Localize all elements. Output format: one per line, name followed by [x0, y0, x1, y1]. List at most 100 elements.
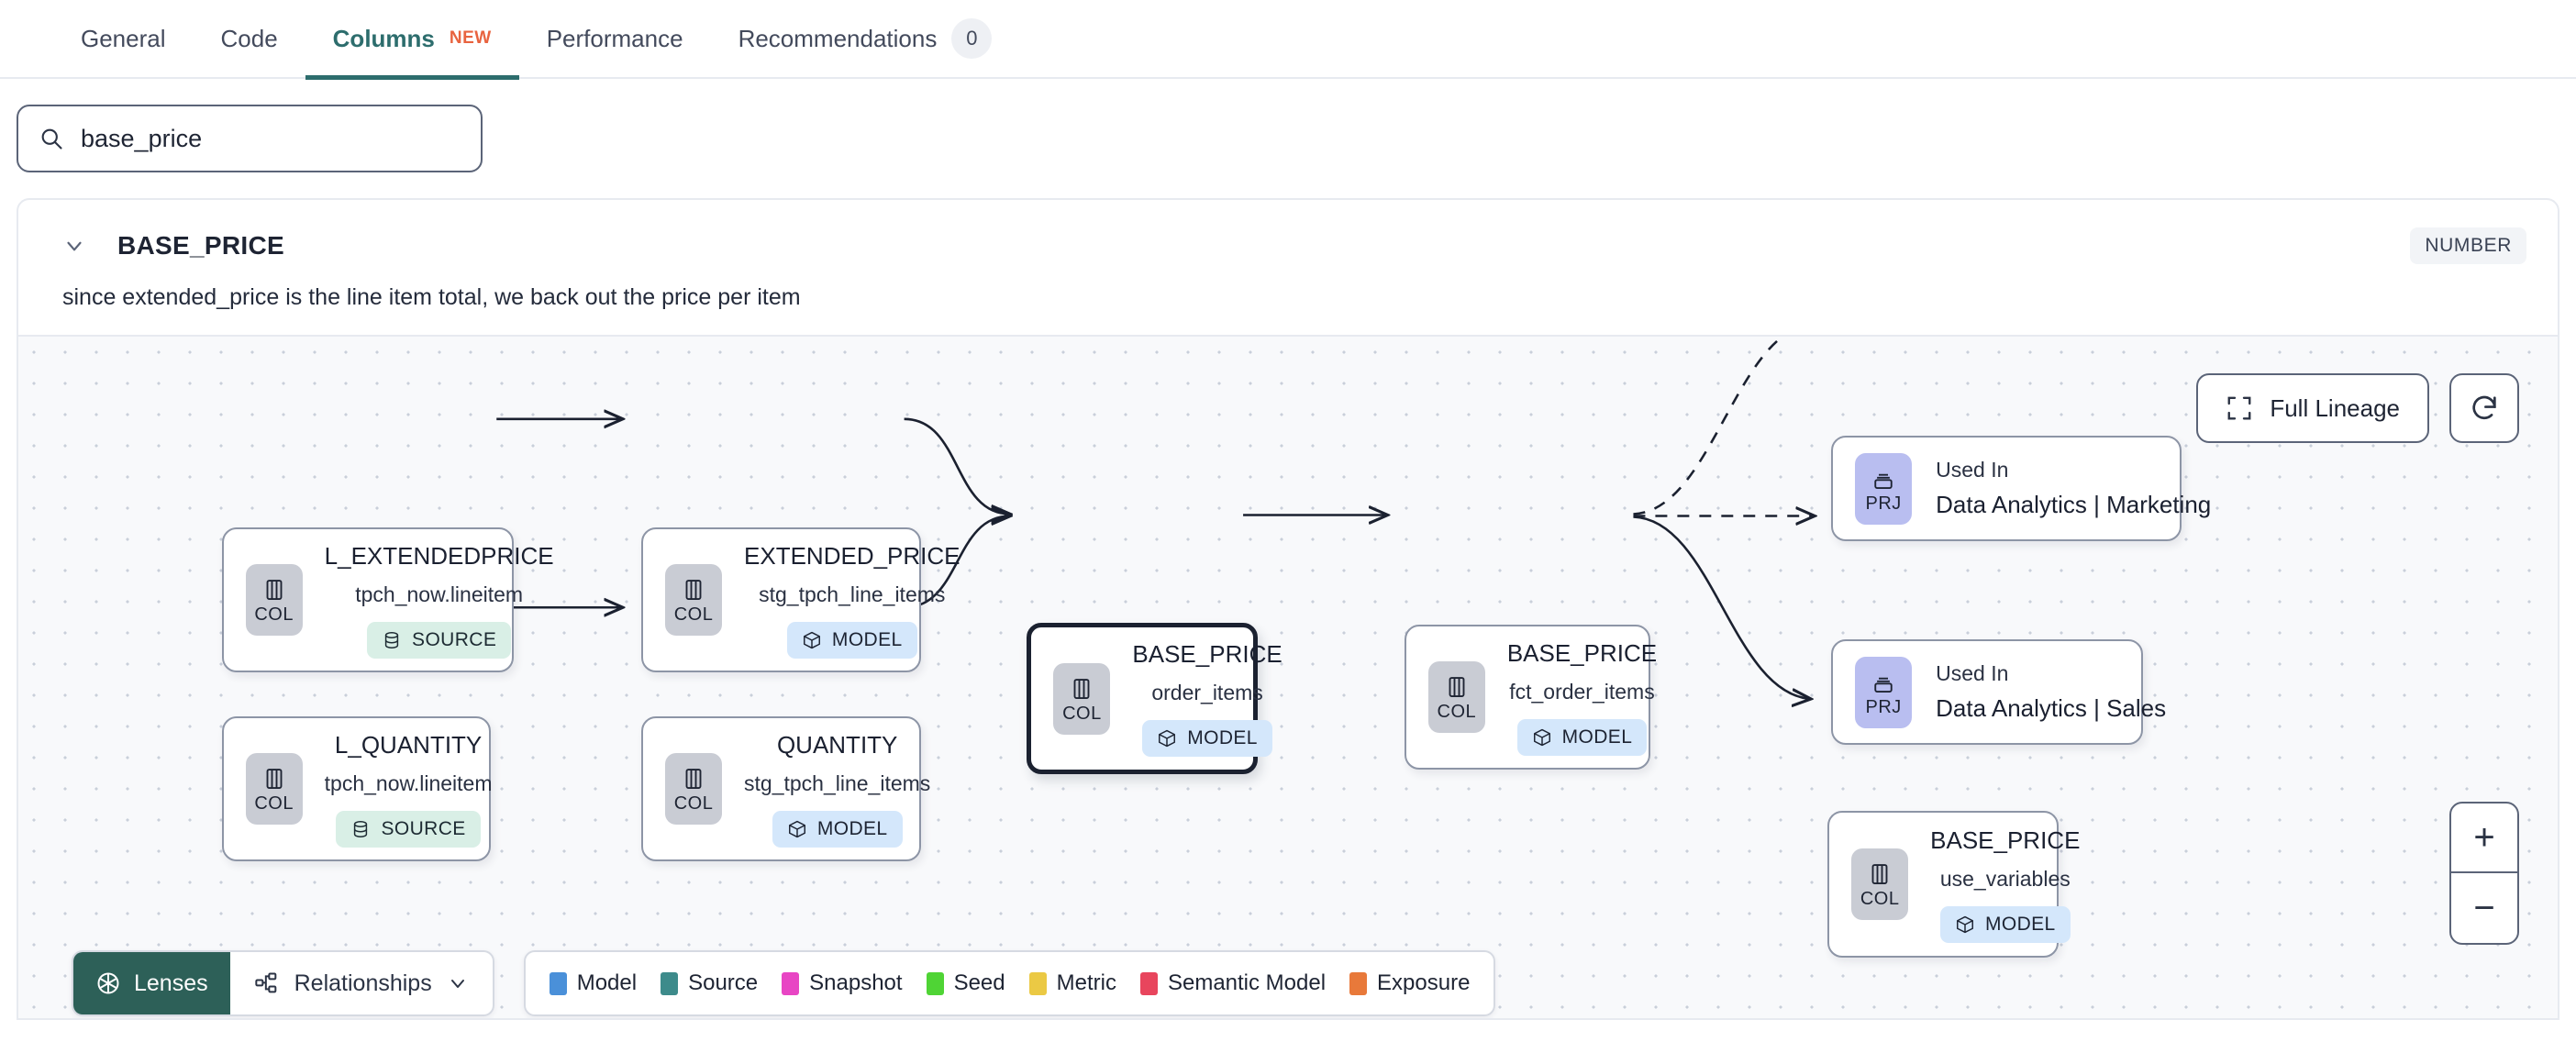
tab-recommendations[interactable]: Recommendations 0 [711, 0, 1020, 78]
legend-item[interactable]: Exposure [1349, 970, 1470, 996]
tab-label: Code [220, 24, 278, 52]
tab-performance[interactable]: Performance [519, 0, 711, 78]
node-table-name: tpch_now.lineitem [355, 582, 524, 606]
aperture-icon [95, 970, 121, 996]
database-icon [350, 819, 371, 839]
node-chip-label: COL [1062, 703, 1102, 724]
refresh-button[interactable] [2449, 373, 2519, 443]
tab-label: Performance [546, 24, 683, 52]
node-chip-label: PRJ [1865, 493, 1902, 514]
relationships-icon [254, 970, 280, 996]
tab-new-badge: NEW [449, 28, 492, 48]
node-type-legend: Model Source Snapshot Seed Metric Semantic Mo… [523, 950, 1496, 1016]
tab-code[interactable]: Code [194, 0, 305, 78]
legend-swatch [926, 971, 944, 995]
tab-count-badge: 0 [951, 18, 993, 59]
search-input[interactable] [81, 124, 461, 153]
refresh-icon [2469, 393, 2500, 424]
project-badge: PRJ [1855, 656, 1913, 728]
zoom-in-button[interactable]: + [2451, 804, 2517, 873]
legend-item[interactable]: Seed [926, 970, 1005, 996]
stack-icon [1870, 465, 1897, 493]
legend-item[interactable]: Model [549, 970, 637, 996]
tab-label: General [81, 24, 166, 52]
relationships-button[interactable]: Relationships [230, 952, 493, 1014]
expand-icon [2226, 394, 2253, 422]
legend-item[interactable]: Source [661, 970, 758, 996]
node-chip-label: PRJ [1865, 696, 1902, 717]
search-box[interactable] [17, 105, 483, 172]
zoom-out-button[interactable]: − [2473, 887, 2495, 928]
node-table-name: order_items [1151, 681, 1263, 704]
legend-label: Exposure [1377, 970, 1471, 995]
node-type-tag: SOURCE [367, 621, 512, 659]
legend-item[interactable]: Semantic Model [1139, 970, 1327, 996]
node-chip-label: COL [1860, 889, 1900, 909]
search-icon [39, 126, 64, 151]
node-type-tag-label: MODEL [1561, 726, 1633, 748]
legend-item[interactable]: Metric [1028, 970, 1116, 996]
used-in-label: Used In [1936, 458, 2009, 482]
lineage-canvas[interactable]: COL L_EXTENDEDPRICE tpch_now.lineitem SOUR… [18, 335, 2558, 1018]
legend-label: Semantic Model [1167, 970, 1327, 995]
lineage-node-prj_marketing[interactable]: PRJ Used In Data Analytics | Marketing [1831, 436, 2211, 541]
column-badge: COL [665, 564, 723, 636]
cube-icon [1157, 728, 1177, 748]
full-lineage-button[interactable]: Full Lineage [2196, 373, 2429, 443]
column-icon [261, 576, 288, 604]
legend-item[interactable]: Snapshot [782, 970, 903, 996]
cube-icon [802, 630, 822, 650]
tab-bar: General Code Columns NEW Performance Recommen… [0, 0, 2576, 80]
legend-label: Metric [1056, 970, 1116, 995]
column-badge: COL [245, 564, 303, 636]
legend-swatch [1349, 971, 1368, 995]
legend-swatch [1028, 971, 1047, 995]
node-column-name: BASE_PRICE [1930, 826, 2081, 854]
legend-swatch [782, 971, 800, 995]
lineage-node-l_extendedprice[interactable]: COL L_EXTENDEDPRICE tpch_now.lineitem SOUR… [221, 527, 554, 672]
node-type-tag: MODEL [772, 810, 903, 848]
legend-swatch [1139, 971, 1158, 995]
tab-general[interactable]: General [53, 0, 194, 78]
tab-columns[interactable]: Columns NEW [305, 0, 519, 80]
cube-icon [787, 819, 807, 839]
node-type-tag-label: MODEL [831, 628, 903, 650]
project-name: Data Analytics | Marketing [1936, 491, 2212, 518]
lenses-group: Lenses Relationships [72, 950, 494, 1016]
graph-bottom-toolbar: Lenses Relationships [72, 950, 1496, 1016]
node-body: Used In Data Analytics | Marketing [1912, 458, 2229, 519]
column-icon [680, 765, 707, 793]
lenses-button[interactable]: Lenses [73, 952, 230, 1014]
node-column-name: L_EXTENDEDPRICE [324, 541, 554, 570]
node-type-tag-label: SOURCE [412, 628, 497, 650]
node-table-name: tpch_now.lineitem [324, 770, 493, 795]
node-type-tag: MODEL [1516, 718, 1648, 756]
legend-swatch [549, 971, 567, 995]
cube-icon [1955, 914, 1975, 935]
node-type-tag: MODEL [786, 621, 917, 659]
node-column-name: QUANTITY [776, 730, 898, 759]
chevron-down-icon[interactable] [62, 234, 86, 258]
tab-label: Columns [332, 24, 435, 52]
database-icon [382, 630, 402, 650]
tab-label: Recommendations [738, 24, 938, 52]
search-area [0, 79, 2576, 189]
node-column-name: BASE_PRICE [1132, 640, 1282, 668]
column-badge: COL [1851, 848, 1909, 920]
node-table-name: fct_order_items [1509, 679, 1655, 704]
page-title: BASE_PRICE [117, 231, 284, 260]
node-chip-label: COL [673, 604, 714, 625]
stack-icon [1870, 669, 1897, 696]
